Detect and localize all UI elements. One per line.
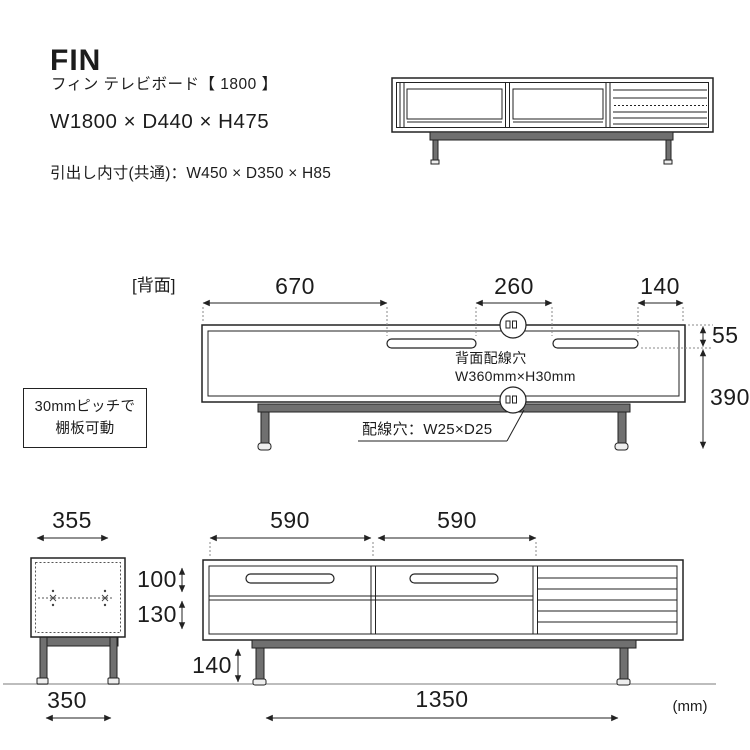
dim-590-left: 590 — [270, 507, 310, 533]
dim-130: 130 — [137, 601, 177, 627]
overall-size: W1800 × D440 × H475 — [50, 110, 270, 133]
open-compartment-left — [406, 88, 503, 120]
louver-slats — [538, 577, 677, 623]
dim-670: 670 — [275, 273, 315, 299]
leg — [665, 139, 672, 161]
unit-label: (mm) — [672, 698, 708, 715]
foot — [663, 159, 673, 165]
leg — [109, 636, 118, 679]
page-title: FIN — [50, 44, 102, 77]
leg — [39, 636, 48, 679]
dim-100: 100 — [137, 566, 177, 592]
shelf-pitch-note-box: 30mmピッチで 棚板可動 — [23, 388, 147, 448]
back-cable-slot-right — [552, 338, 639, 349]
base-frame-bar — [251, 639, 637, 649]
louver-slats-illustration — [613, 89, 707, 125]
dim-140-top: 140 — [640, 273, 680, 299]
dim-590-right: 590 — [437, 507, 477, 533]
dim-390: 390 — [710, 384, 750, 410]
screw-marks — [49, 589, 109, 607]
back-cable-hole-label-line1: 背面配線穴 — [455, 350, 527, 366]
bottom-cable-hole-label: 配線穴：W25×D25 — [362, 421, 493, 438]
dim-355: 355 — [52, 507, 92, 533]
hidden-panel-outline — [35, 562, 121, 633]
base-frame-bar — [257, 403, 631, 413]
side-view-drawing — [30, 557, 126, 685]
product-subtitle: フィン テレビボード【 1800 】 — [51, 76, 278, 93]
shelf-note-line1: 30mmピッチで — [34, 398, 136, 415]
foot — [107, 677, 120, 685]
leg — [619, 647, 629, 680]
base-frame-bar — [41, 636, 119, 647]
drawer-handle-slot-right — [409, 573, 499, 584]
extension-lines — [202, 307, 713, 557]
front-view-drawing — [202, 559, 684, 686]
leg — [432, 139, 439, 161]
back-cable-slot-left — [386, 338, 477, 349]
open-compartment-middle — [512, 88, 604, 120]
foot — [430, 159, 440, 165]
base-frame-bar — [429, 131, 674, 141]
dimension-lines — [36, 299, 707, 722]
foot — [252, 678, 267, 686]
front-illustration — [391, 77, 714, 165]
dim-140-leg: 140 — [192, 652, 232, 678]
dim-350: 350 — [47, 687, 87, 713]
callout-leader-line — [506, 409, 525, 442]
back-view-label: [背面] — [132, 276, 176, 295]
foot — [616, 678, 631, 686]
dim-260: 260 — [494, 273, 534, 299]
leg — [260, 411, 270, 444]
foot — [36, 677, 49, 685]
drawer-handle-slot-left — [245, 573, 335, 584]
leg — [617, 411, 627, 444]
shelf-note-line2: 棚板可動 — [55, 421, 115, 437]
back-cable-hole-label-line2: W360mm×H30mm — [455, 368, 576, 384]
back-view-drawing — [201, 311, 686, 451]
drawer-inner-size: 引出し内寸(共通)：W450 × D350 × H85 — [50, 165, 332, 182]
leg — [255, 647, 265, 680]
dim-1350: 1350 — [415, 686, 469, 712]
dim-55: 55 — [712, 322, 739, 348]
foot — [614, 442, 629, 451]
foot — [257, 442, 272, 451]
